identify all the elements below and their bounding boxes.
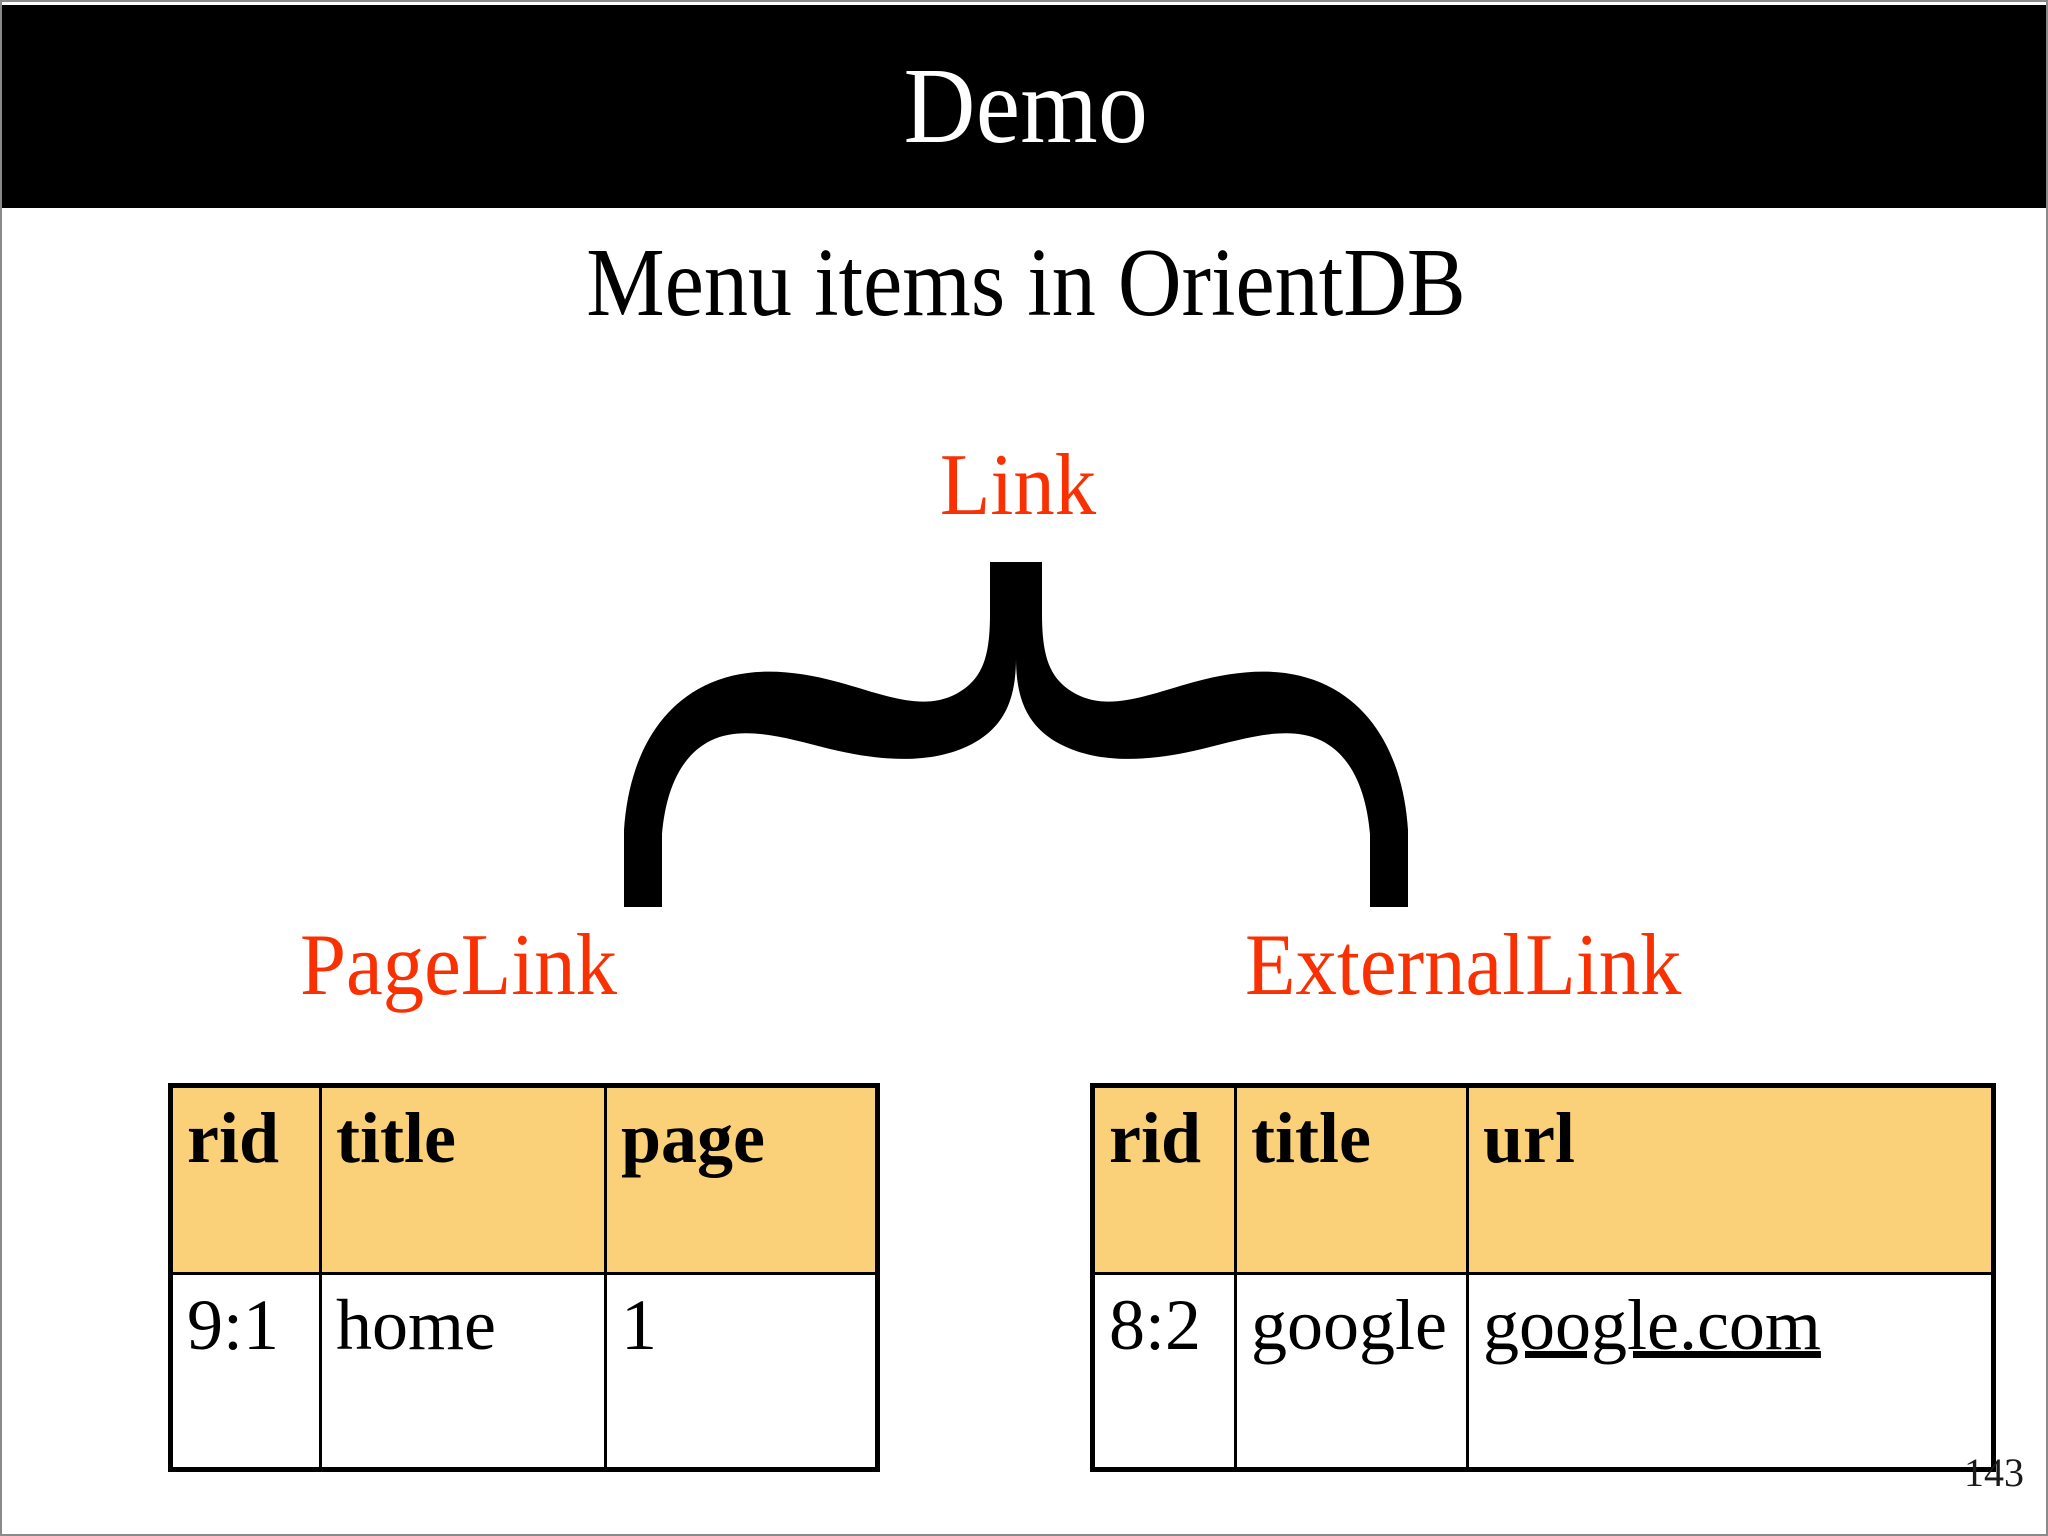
column-header-rid: rid [1091, 1084, 1237, 1275]
url-link[interactable]: google.com [1483, 1285, 1821, 1365]
column-header-rid: rid [169, 1084, 322, 1275]
table-row: 8:2 google google.com [1091, 1272, 1995, 1471]
cell-url: google.com [1466, 1272, 1995, 1471]
table-row: 9:1 home 1 [169, 1272, 879, 1471]
brace-connector-icon [624, 562, 1408, 907]
table-header-row: rid title url [1091, 1084, 1995, 1275]
cell-rid: 8:2 [1091, 1272, 1237, 1471]
column-header-title: title [319, 1084, 607, 1275]
cell-title: google [1234, 1272, 1469, 1471]
cell-rid: 9:1 [169, 1272, 322, 1471]
slide-subtitle: Menu items in OrientDB [586, 229, 1466, 337]
table-pagelink: rid title page 9:1 home 1 [168, 1083, 880, 1472]
cell-page: 1 [604, 1272, 879, 1471]
column-header-title: title [1234, 1084, 1469, 1275]
page-number: 143 [1964, 1450, 2024, 1495]
slide-header-band: Demo [2, 5, 2046, 208]
column-header-page: page [604, 1084, 879, 1275]
diagram-node-externallink: ExternalLink [1245, 917, 1682, 1014]
table-header-row: rid title page [169, 1084, 879, 1275]
diagram-node-pagelink: PageLink [300, 917, 618, 1014]
page-title: Demo [903, 46, 1149, 166]
diagram-node-link: Link [939, 437, 1097, 534]
table-externallink: rid title url 8:2 google google.com [1090, 1083, 1996, 1472]
column-header-url: url [1466, 1084, 1995, 1275]
cell-title: home [319, 1272, 607, 1471]
